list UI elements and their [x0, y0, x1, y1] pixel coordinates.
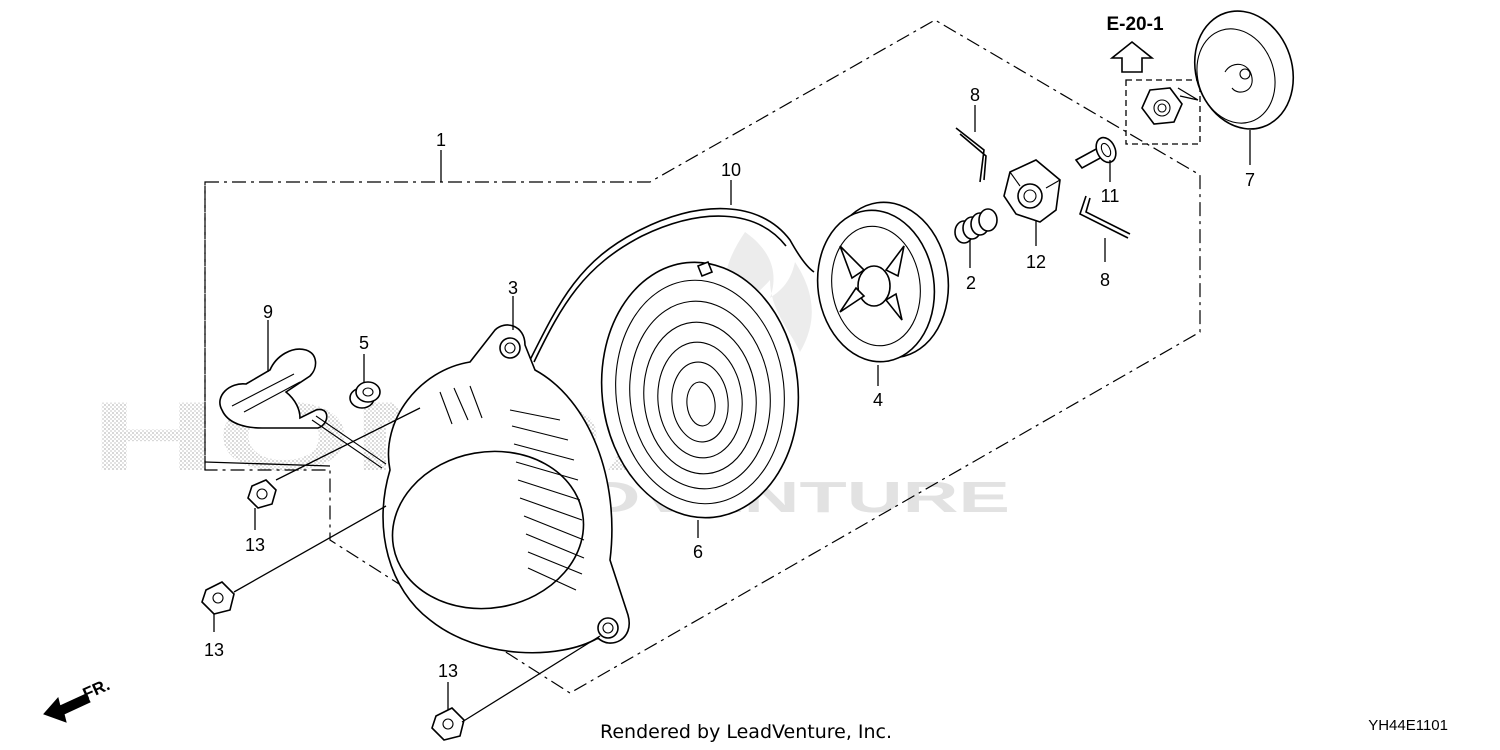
- part-starter-grip: [219, 348, 328, 429]
- diagram-code: YH44E1101: [1368, 717, 1448, 734]
- callout-1: 1: [436, 130, 446, 150]
- assembly-outline: [204, 19, 1201, 694]
- callout-8-lower: 8: [1100, 270, 1110, 290]
- callout-11: 11: [1101, 186, 1120, 206]
- callout-12: 12: [1026, 252, 1046, 272]
- callout-9: 9: [263, 302, 273, 322]
- front-direction-label: FR.: [80, 675, 113, 703]
- callout-13-upper: 13: [245, 535, 265, 555]
- callout-2: 2: [966, 273, 976, 293]
- footer-credit: Rendered by LeadVenture, Inc.: [600, 721, 892, 743]
- part-flange-nut-middle: [201, 581, 235, 615]
- callout-13-middle: 13: [204, 640, 224, 660]
- reference-arrow-icon: [1109, 40, 1155, 73]
- part-reel: [816, 201, 950, 363]
- watermark-flame-icon: [725, 232, 812, 352]
- part-screw: [1074, 136, 1117, 170]
- leader-lines: [204, 87, 1251, 723]
- part-flange-nut-upper: [247, 479, 277, 509]
- part-coil-spring: [954, 208, 998, 244]
- front-direction-arrow-icon: [43, 693, 91, 723]
- part-ratchet: [1003, 159, 1061, 223]
- part-rope: [529, 207, 815, 363]
- callout-3: 3: [508, 278, 518, 298]
- part-recoil-spring: [600, 260, 800, 519]
- part-pawl-spring-upper: [955, 127, 987, 183]
- callout-8-upper: 8: [970, 85, 980, 105]
- reference-label: E-20-1: [1106, 14, 1163, 35]
- part-starter-housing: [382, 324, 631, 654]
- callout-13-lower: 13: [438, 661, 458, 681]
- part-pawl-spring-lower: [1079, 195, 1131, 239]
- callout-4: 4: [873, 390, 883, 410]
- part-flange-nut-lower: [431, 707, 465, 741]
- callout-5: 5: [359, 333, 369, 353]
- part-pulley-cup: [1193, 10, 1295, 130]
- callout-7: 7: [1245, 170, 1255, 190]
- reference-box: [1125, 79, 1201, 145]
- part-bushing: [349, 381, 381, 409]
- callout-6: 6: [693, 542, 703, 562]
- callout-10: 10: [721, 160, 741, 180]
